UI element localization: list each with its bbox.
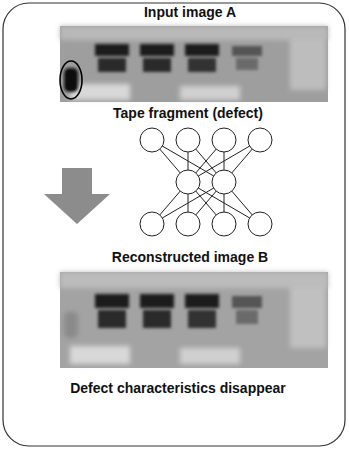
image-title: Input image A (144, 4, 236, 20)
defect-label: Tape fragment (defect) (113, 105, 263, 121)
reconstructed-image (60, 272, 328, 368)
input-image (60, 26, 328, 102)
result-label: Defect characteristics disappear (70, 380, 286, 396)
frame (3, 3, 345, 446)
process-arrow (44, 168, 110, 224)
autoencoder-network (140, 128, 272, 236)
image-title: Reconstructed image B (112, 249, 268, 265)
